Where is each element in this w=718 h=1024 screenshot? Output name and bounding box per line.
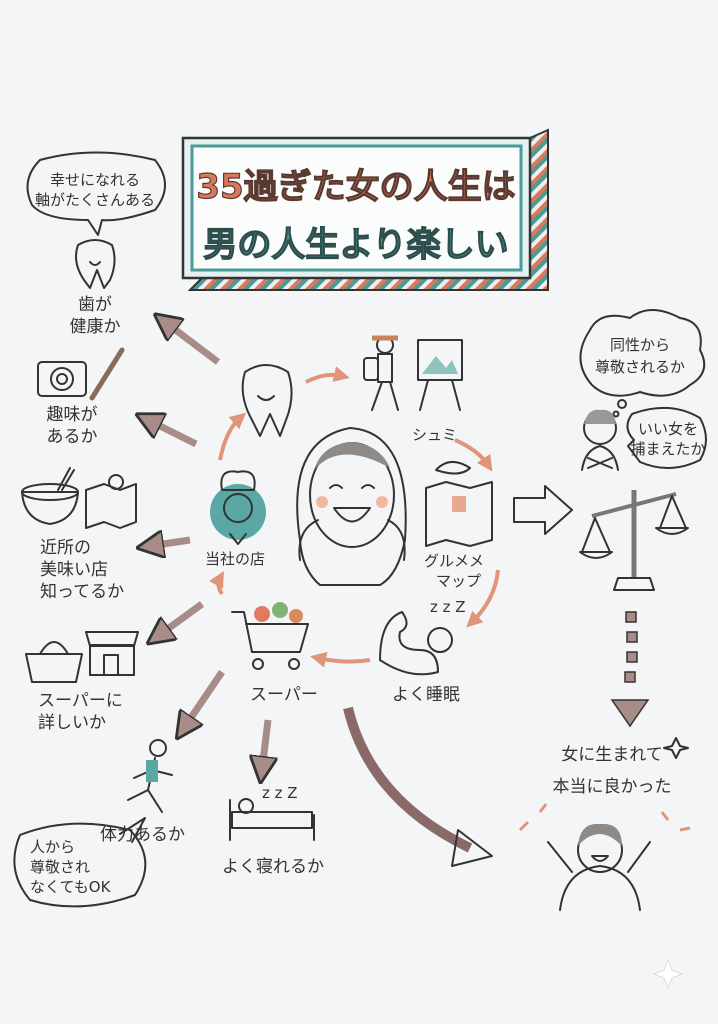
title-line1: 35過ぎた女の人生は <box>196 167 515 207</box>
label-text: 詳しいか <box>38 713 106 733</box>
curved-big-arrow <box>343 706 493 867</box>
label-text: なくてもOK <box>30 878 112 896</box>
label-shumi: シュミ <box>412 426 457 444</box>
basket-icon <box>25 641 83 683</box>
label-gourmet: グルメメ <box>424 552 484 570</box>
arrows-left <box>148 322 268 770</box>
sparkle-icon <box>663 737 689 759</box>
label-text: 知ってるか <box>40 582 124 602</box>
ramen-bowl-icon <box>21 467 79 525</box>
label-text: いい女を <box>638 420 698 438</box>
label-sleep-well: よく寝れるか <box>222 856 324 877</box>
label-text: 幸せになれる <box>50 171 140 189</box>
hiker-icon <box>363 335 399 411</box>
worried-man-icon <box>581 409 619 471</box>
label-text: マップ <box>436 572 481 590</box>
right-arrow-icon <box>513 485 573 535</box>
label-text: 捕まえたか <box>630 440 705 458</box>
label-text: 軸がたくさんある <box>35 191 155 209</box>
dotted-down-arrow <box>610 611 650 728</box>
label-hobby: 趣味が <box>47 405 98 425</box>
label-stamina: 体力あるか <box>100 825 185 845</box>
label-text: 尊敬され <box>30 858 90 876</box>
speech-bubble-catch: いい女を 捕まえたか <box>626 406 707 470</box>
gourmet-map-icon <box>425 461 493 547</box>
muscle-sleep-icon: z z Z <box>379 598 466 676</box>
runner-icon <box>127 739 173 813</box>
label-text: z z Z <box>262 784 298 802</box>
chef-icon <box>210 470 266 545</box>
label-text: z z Z <box>430 598 466 616</box>
sparkle-watermark-icon <box>652 958 684 990</box>
label-super: スーパーに <box>38 691 123 711</box>
label-text: 美味い店 <box>40 560 108 580</box>
map-pin-icon <box>85 474 137 529</box>
label-text: 人から <box>30 838 75 856</box>
smiling-woman-illustration <box>296 427 407 586</box>
thought-bubble-respect: 同性から 尊敬されるか <box>579 309 706 418</box>
easel-painting-icon <box>417 339 463 411</box>
speech-bubble-respect: 人から 尊敬され なくてもOK <box>13 817 147 908</box>
conclusion-line1: 女に生まれて <box>561 745 663 765</box>
label-text: 尊敬されるか <box>595 358 685 376</box>
conclusion-line2: 本当に良かった <box>553 777 672 797</box>
label-text: あるか <box>47 427 98 447</box>
speech-bubble-happiness: 幸せになれる 軸がたくさんある <box>26 151 166 236</box>
label-our-shop: 当社の店 <box>205 550 265 568</box>
label-good-sleep: よく睡眠 <box>392 685 460 705</box>
center-tooth-icon <box>241 364 293 437</box>
title-line2: 男の人生より楽しい <box>203 225 508 265</box>
title-banner: 35過ぎた女の人生は 男の人生より楽しい <box>181 128 549 291</box>
label-supermarket: スーパー <box>250 685 318 705</box>
bed-sleep-icon: z z Z <box>229 784 315 841</box>
shopping-cart-icon <box>231 602 309 670</box>
store-icon <box>85 631 139 676</box>
label-text: 健康か <box>70 317 121 337</box>
joyful-woman-illustration <box>518 803 691 911</box>
balance-scale-icon <box>579 490 689 591</box>
label-text: 同性から <box>610 336 670 354</box>
label-teeth: 歯が <box>78 295 112 315</box>
tooth-icon <box>75 239 116 289</box>
paintbrush-icon <box>89 347 125 401</box>
camera-icon <box>37 361 87 397</box>
cycle-arrows <box>209 366 500 668</box>
label-food: 近所の <box>40 538 91 558</box>
